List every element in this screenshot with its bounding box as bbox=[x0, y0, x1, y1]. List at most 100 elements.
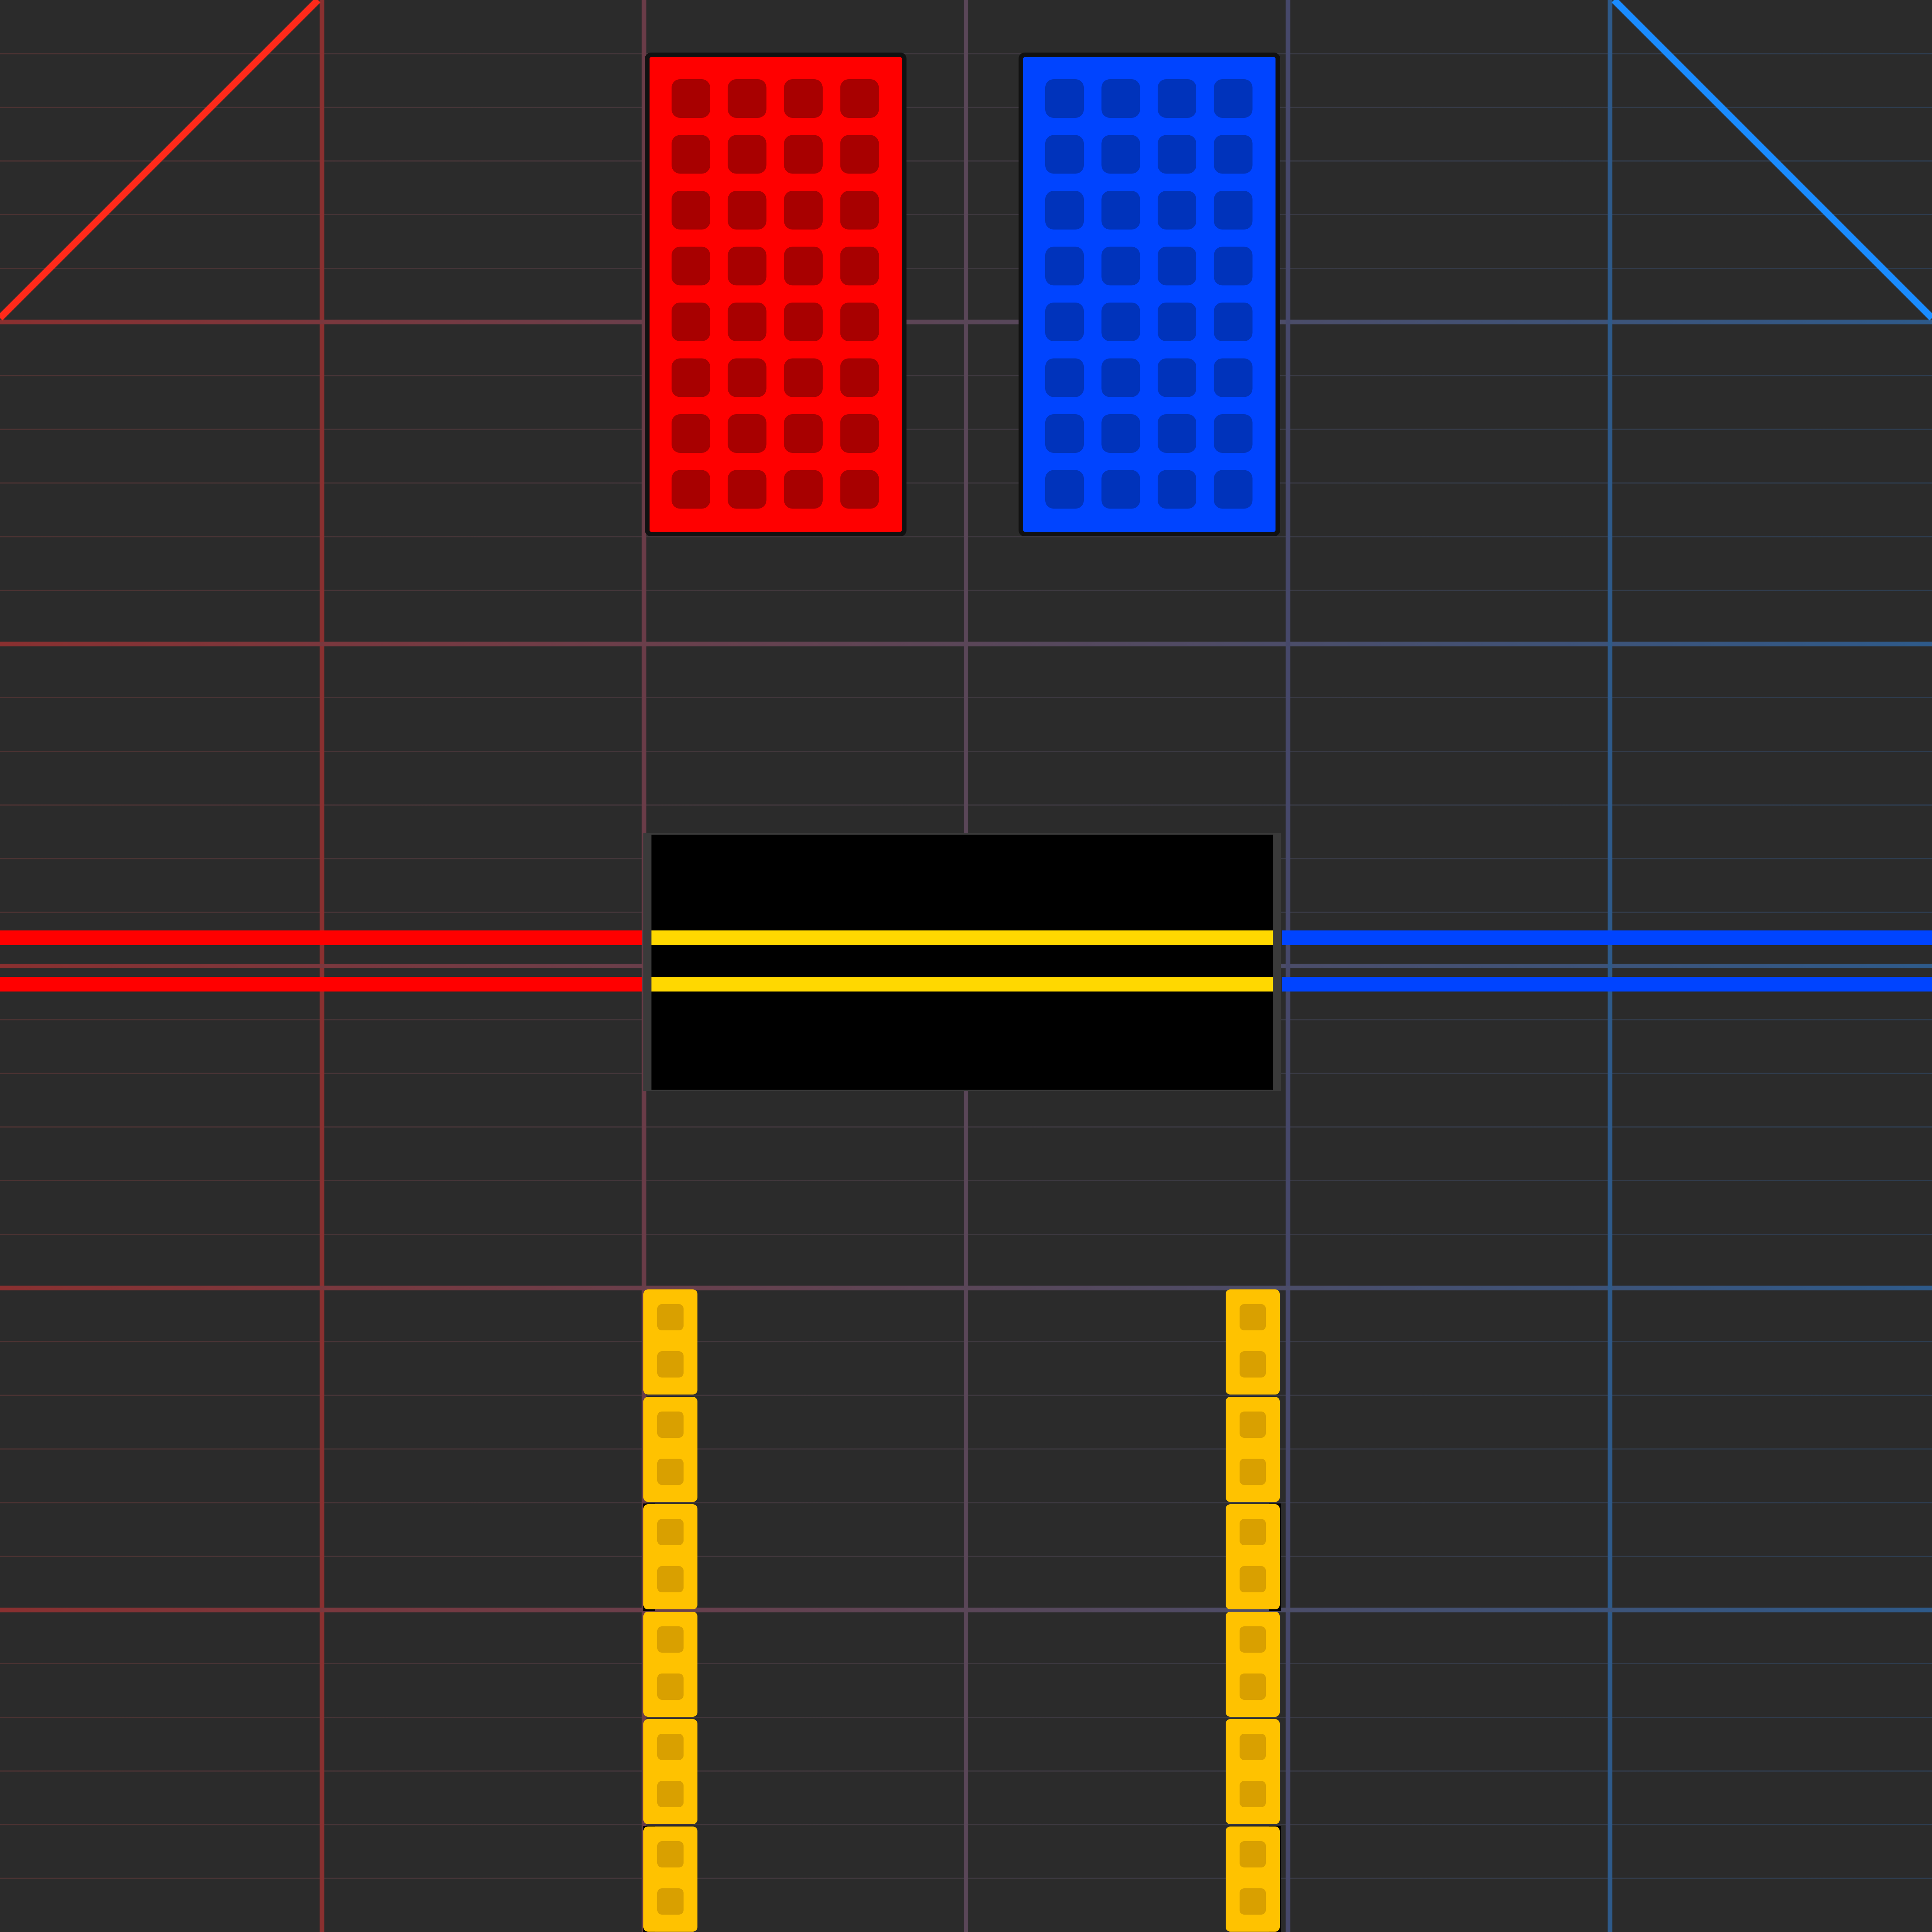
left-ramp-stud bbox=[657, 1459, 684, 1485]
blue-brick-stud bbox=[1101, 135, 1140, 174]
red-brick-stud bbox=[784, 470, 823, 509]
grid-major-horizontal bbox=[0, 1286, 1932, 1291]
center-stripe-lower bbox=[651, 977, 1273, 992]
blue-brick-stud bbox=[1214, 470, 1253, 509]
right-ramp-segment bbox=[1226, 1397, 1280, 1502]
blue-brick-stud bbox=[1101, 414, 1140, 453]
red-brick-stud bbox=[840, 79, 879, 118]
red-brick-stud bbox=[784, 135, 823, 174]
left-ramp-stud bbox=[657, 1626, 684, 1653]
blue-brick-body bbox=[1019, 53, 1280, 536]
left-ramp-stud bbox=[657, 1351, 684, 1378]
blue-brick-stud bbox=[1101, 303, 1140, 341]
red-brick-stud bbox=[840, 414, 879, 453]
right-ramp-segment bbox=[1226, 1719, 1280, 1824]
red-brick[interactable] bbox=[645, 53, 906, 536]
left-ramp-stud bbox=[657, 1304, 684, 1330]
blue-brick-stud bbox=[1158, 191, 1196, 230]
blue-brick-stud bbox=[1214, 79, 1253, 118]
right-ramp-stud bbox=[1240, 1459, 1266, 1485]
red-brick-stud bbox=[728, 358, 767, 397]
blue-brick-stud bbox=[1045, 135, 1084, 174]
center-zone bbox=[643, 833, 1281, 1091]
right-ramp-stud bbox=[1240, 1673, 1266, 1700]
red-brick-body bbox=[645, 53, 906, 536]
center-zone-body bbox=[651, 835, 1273, 1090]
blue-brick-stud bbox=[1158, 358, 1196, 397]
red-brick-stud bbox=[672, 191, 710, 230]
blue-brick-stud bbox=[1158, 79, 1196, 118]
blue-brick-stud bbox=[1101, 247, 1140, 286]
grid-major-horizontal bbox=[0, 1607, 1932, 1612]
red-brick-stud bbox=[672, 303, 710, 341]
right-ramp-stud bbox=[1240, 1519, 1266, 1545]
blue-brick-stud bbox=[1045, 470, 1084, 509]
right-ramp-segment bbox=[1226, 1504, 1280, 1609]
blue-brick-stud bbox=[1158, 303, 1196, 341]
blue-brick-stud bbox=[1214, 414, 1253, 453]
red-brick-stud bbox=[840, 470, 879, 509]
red-brick-stud bbox=[784, 414, 823, 453]
left-ramp-segment bbox=[643, 1719, 697, 1824]
blue-brick-stud bbox=[1214, 191, 1253, 230]
left-ramp-stud bbox=[657, 1519, 684, 1545]
red-brick-stud bbox=[728, 303, 767, 341]
right-ramp-segment bbox=[1226, 1827, 1280, 1932]
blue-brick[interactable] bbox=[1019, 53, 1280, 536]
red-diagonal-line bbox=[0, 0, 321, 321]
right-ramp-stud bbox=[1240, 1734, 1266, 1760]
red-brick-stud bbox=[672, 247, 710, 286]
red-brick-stud bbox=[784, 247, 823, 286]
red-brick-stud bbox=[728, 79, 767, 118]
red-brick-stud bbox=[672, 135, 710, 174]
blue-brick-stud bbox=[1045, 414, 1084, 453]
blue-brick-stud bbox=[1045, 303, 1084, 341]
blue-brick-stud bbox=[1045, 79, 1084, 118]
left-ramp-segment bbox=[643, 1397, 697, 1502]
blue-brick-stud bbox=[1214, 135, 1253, 174]
right-ramp-stud bbox=[1240, 1351, 1266, 1378]
red-brick-stud bbox=[672, 79, 710, 118]
right-ramp-stud bbox=[1240, 1626, 1266, 1653]
blue-brick-stud bbox=[1045, 247, 1084, 286]
blue-brick-stud bbox=[1101, 79, 1140, 118]
red-brick-stud bbox=[840, 247, 879, 286]
blue-brick-stud bbox=[1101, 470, 1140, 509]
red-brick-stud bbox=[840, 135, 879, 174]
red-brick-stud bbox=[840, 358, 879, 397]
red-brick-stud bbox=[672, 470, 710, 509]
left-ramp-segment bbox=[643, 1612, 697, 1717]
right-ramp-stud bbox=[1240, 1304, 1266, 1330]
blue-brick-stud bbox=[1158, 135, 1196, 174]
left-ramp[interactable] bbox=[643, 1289, 697, 1932]
red-brick-stud bbox=[784, 79, 823, 118]
blue-brick-stud bbox=[1158, 470, 1196, 509]
left-ramp-stud bbox=[657, 1841, 684, 1867]
left-ramp-segment bbox=[643, 1504, 697, 1609]
red-brick-stud bbox=[784, 358, 823, 397]
left-ramp-stud bbox=[657, 1566, 684, 1592]
red-brick-stud bbox=[840, 191, 879, 230]
red-brick-stud bbox=[784, 191, 823, 230]
right-ramp-stud bbox=[1240, 1566, 1266, 1592]
blue-brick-stud bbox=[1101, 358, 1140, 397]
blue-diagonal-line bbox=[1611, 0, 1932, 321]
left-ramp-segment bbox=[643, 1289, 697, 1395]
left-ramp-stud bbox=[657, 1734, 684, 1760]
blue-wall-stripe-upper bbox=[1282, 930, 1932, 945]
red-brick-stud bbox=[728, 191, 767, 230]
red-wall bbox=[0, 930, 642, 992]
left-ramp-stud bbox=[657, 1412, 684, 1438]
red-brick-stud bbox=[840, 303, 879, 341]
red-wall-stripe-lower bbox=[0, 977, 642, 992]
right-ramp-stud bbox=[1240, 1888, 1266, 1915]
red-brick-studs bbox=[672, 79, 879, 509]
right-ramp[interactable] bbox=[1226, 1289, 1281, 1932]
blue-brick-stud bbox=[1101, 191, 1140, 230]
red-brick-stud bbox=[728, 414, 767, 453]
blue-brick-stud bbox=[1045, 191, 1084, 230]
left-ramp-stud bbox=[657, 1888, 684, 1915]
red-wall-stripe-upper bbox=[0, 930, 642, 945]
red-brick-stud bbox=[728, 135, 767, 174]
